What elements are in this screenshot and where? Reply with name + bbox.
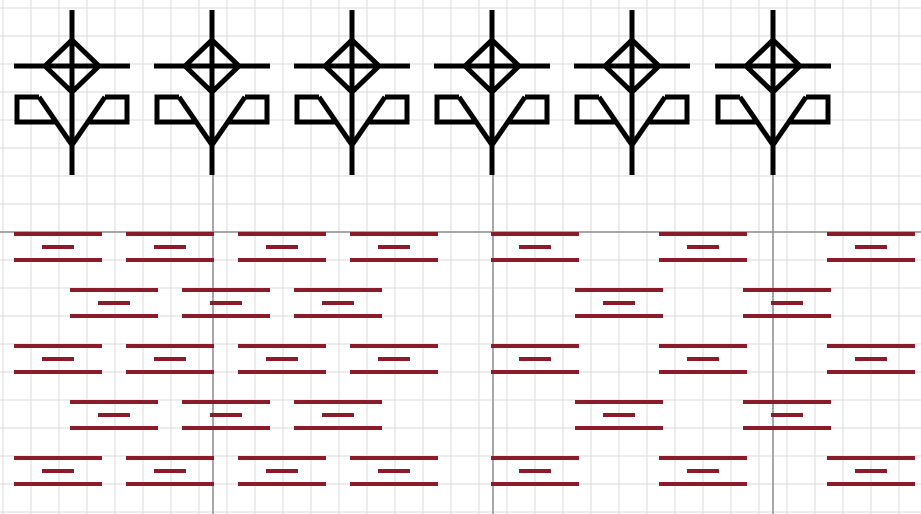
double-running-bar-icon xyxy=(126,346,214,372)
double-running-bar-icon xyxy=(238,234,326,260)
double-running-bar-icon xyxy=(126,234,214,260)
double-running-bar-icon xyxy=(14,234,102,260)
double-running-bar-icon xyxy=(14,458,102,484)
double-running-bar-icon xyxy=(238,346,326,372)
double-running-bar-icon xyxy=(238,458,326,484)
double-running-bar-icon xyxy=(350,346,438,372)
double-running-bar-icon xyxy=(294,290,382,316)
double-running-bar-icon xyxy=(350,234,438,260)
double-running-bar-icon xyxy=(14,346,102,372)
double-running-bar-icon xyxy=(126,458,214,484)
double-running-bar-icon xyxy=(70,402,158,428)
double-running-bar-icon xyxy=(182,402,270,428)
stitch-field xyxy=(14,234,915,484)
double-running-bar-icon xyxy=(182,290,270,316)
double-running-bar-icon xyxy=(350,458,438,484)
double-running-bar-icon xyxy=(294,402,382,428)
double-running-bar-icon xyxy=(70,290,158,316)
